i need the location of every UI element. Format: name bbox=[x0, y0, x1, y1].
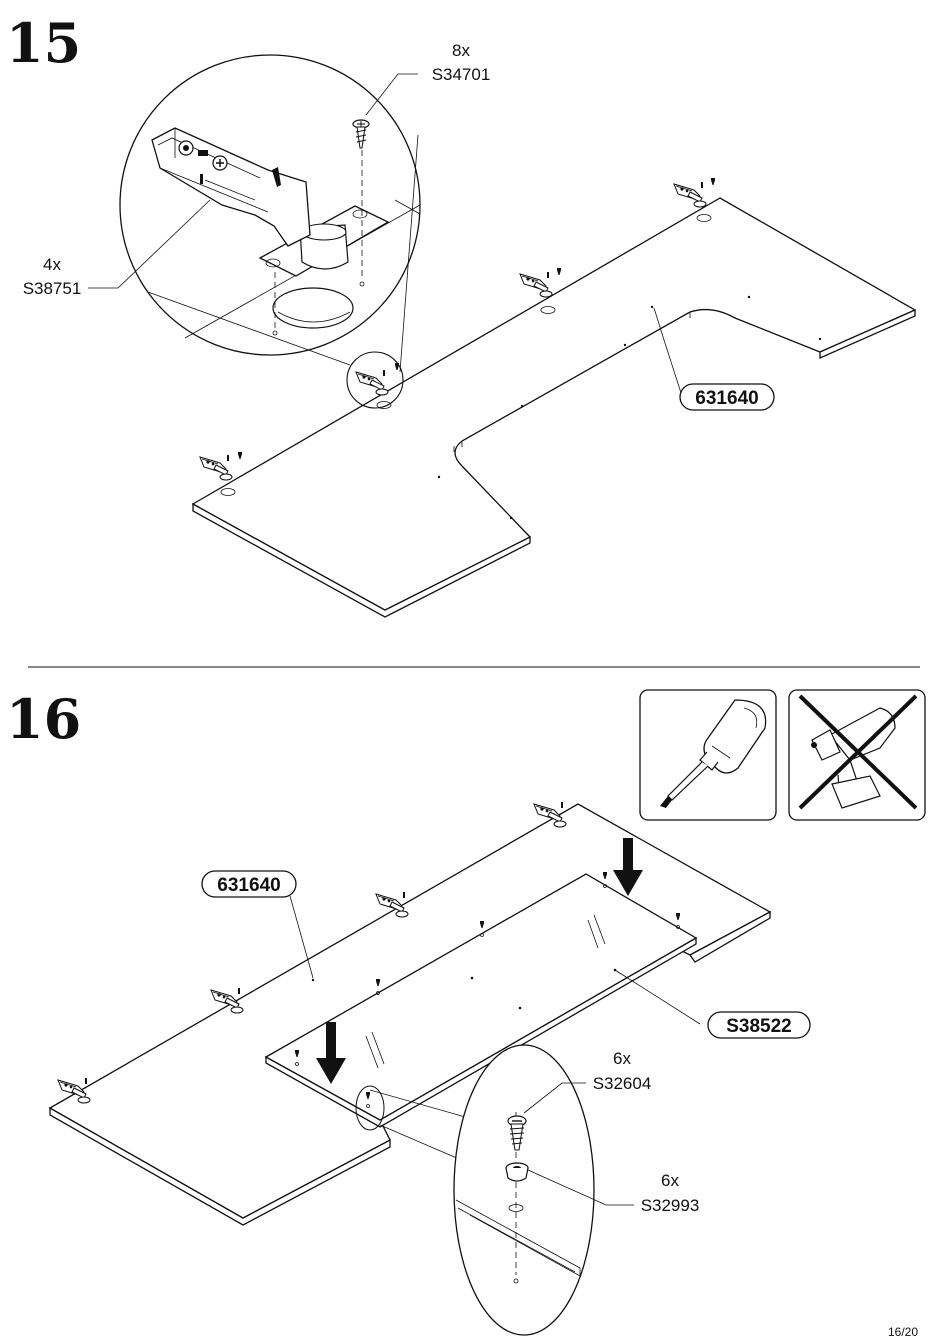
svg-text:631640: 631640 bbox=[217, 875, 280, 896]
svg-text:631640: 631640 bbox=[695, 388, 758, 409]
panel-631640-step15 bbox=[191, 197, 917, 618]
screw-code-label-step15: S34701 bbox=[432, 65, 491, 84]
panel-label-step16: 631640 bbox=[201, 870, 297, 898]
hinge-step15-1 bbox=[199, 452, 242, 496]
cap-code-label: S32993 bbox=[641, 1196, 700, 1215]
hinge-step15-4 bbox=[673, 178, 715, 222]
screw-code-label-step16: S32604 bbox=[593, 1074, 652, 1093]
screw-qty-label-step15: 8x bbox=[452, 41, 470, 60]
hinge-code-label: S38751 bbox=[23, 279, 82, 298]
glass-label: S38522 bbox=[707, 1011, 811, 1039]
cap-s32993-icon bbox=[505, 1162, 529, 1182]
hinge-step15-2 bbox=[355, 363, 399, 409]
screw-qty-label-step16: 6x bbox=[613, 1049, 631, 1068]
panel-label-step15: 631640 bbox=[679, 383, 775, 411]
glass-panel-s38522 bbox=[264, 873, 701, 1128]
svg-text:S38522: S38522 bbox=[726, 1016, 792, 1037]
screwdriver-icon bbox=[639, 689, 777, 821]
step-15-number: 15 bbox=[6, 11, 81, 75]
page-number: 16/20 bbox=[888, 1325, 918, 1339]
detail-magnifier-step15 bbox=[119, 54, 421, 409]
cap-qty-label: 6x bbox=[661, 1171, 679, 1190]
hinge-qty-label: 4x bbox=[43, 255, 61, 274]
screw-s32604-icon bbox=[507, 1115, 527, 1151]
down-arrow-icon bbox=[316, 1022, 346, 1084]
screw-s34701-icon bbox=[352, 119, 370, 149]
power-drill-icon bbox=[788, 689, 926, 821]
detail-magnifier-step16 bbox=[355, 1044, 595, 1336]
step-16-number: 16 bbox=[6, 687, 81, 751]
glass-screws bbox=[295, 872, 680, 1108]
hinge-step15-3 bbox=[519, 268, 561, 314]
down-arrow-icon bbox=[613, 838, 643, 896]
